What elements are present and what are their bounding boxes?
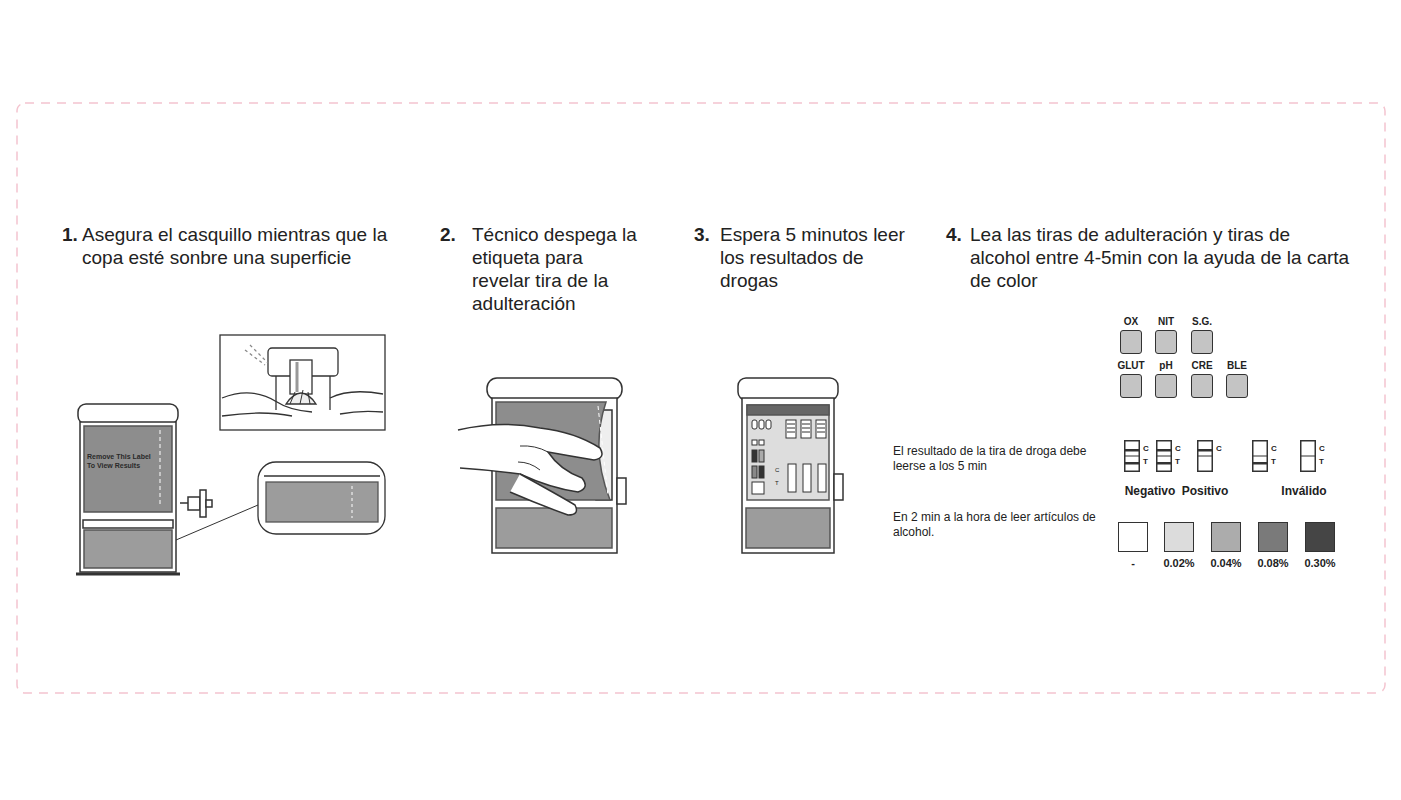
pad-label: S.G.: [1180, 316, 1224, 328]
color-pad: NIT: [1144, 316, 1188, 354]
pad-square: [1155, 330, 1177, 354]
step-text: Lea las tiras de adulteración y tiras de…: [970, 223, 1355, 292]
test-strip: C: [1197, 440, 1227, 472]
strip-mark: T: [1319, 457, 1324, 467]
color-pad: BLE: [1215, 360, 1259, 398]
color-square: [1118, 522, 1148, 552]
strip-mark: C: [1271, 444, 1277, 454]
test-strip: CT: [1156, 440, 1186, 472]
cup-figure: [458, 378, 626, 553]
pad-square: [1120, 374, 1142, 398]
pad-label: NIT: [1144, 316, 1188, 328]
pad-label: GLUT: [1109, 360, 1153, 372]
alcohol-swatch: 0.04%: [1211, 522, 1241, 570]
pad-square: [1226, 374, 1248, 398]
strip-outline: [1156, 440, 1172, 472]
pad-square: [1191, 330, 1213, 354]
note-text: Positivo: [1180, 484, 1230, 498]
strip-mark: C: [1143, 444, 1149, 454]
pad-square: [1155, 374, 1177, 398]
strip-mark: C: [1216, 444, 1222, 454]
inset-detail: [176, 462, 385, 540]
test-strip: CT: [1124, 440, 1154, 472]
strip-mark: C: [1319, 444, 1325, 454]
strip-mark: T: [1175, 457, 1180, 467]
color-square: [1211, 522, 1241, 552]
step-number: 3.: [694, 223, 718, 246]
swatch-label: 0.04%: [1201, 557, 1251, 570]
color-pad: CRE: [1180, 360, 1224, 398]
pad-square: [1120, 330, 1142, 354]
note-text: Remove This Label To View Results: [87, 452, 157, 470]
cup-figure: [738, 378, 843, 553]
step-number: 2.: [440, 223, 468, 246]
pad-label: CRE: [1180, 360, 1224, 372]
pad-label: BLE: [1215, 360, 1259, 372]
strip-outline: [1197, 440, 1213, 472]
step-number: 1.: [62, 223, 84, 246]
alcohol-swatch: -: [1118, 522, 1148, 570]
dashed-frame: [17, 103, 1385, 693]
alcohol-swatch: 0.08%: [1258, 522, 1288, 570]
alcohol-swatch: 0.30%: [1305, 522, 1335, 570]
swatch-label: 0.30%: [1295, 557, 1345, 570]
note-text: Inválido: [1272, 484, 1336, 498]
color-pad: pH: [1144, 360, 1188, 398]
pad-square: [1191, 374, 1213, 398]
color-pad: GLUT: [1109, 360, 1153, 398]
color-square: [1258, 522, 1288, 552]
strip-mark: T: [1143, 457, 1148, 467]
note-text: T: [775, 480, 785, 487]
note-text: C: [775, 467, 785, 474]
strip-outline: [1300, 440, 1316, 472]
step-text: Asegura el casquillo mientras que la cop…: [82, 223, 397, 269]
swatch-label: -: [1108, 557, 1158, 570]
pad-label: OX: [1109, 316, 1153, 328]
alcohol-swatch: 0.02%: [1164, 522, 1194, 570]
color-square: [1164, 522, 1194, 552]
step-number: 4.: [946, 223, 970, 246]
color-square: [1305, 522, 1335, 552]
step-text: Espera 5 minutos leer los resultados de …: [720, 223, 910, 292]
note-text: En 2 min a la hora de leer artículos de …: [893, 510, 1111, 540]
step-text: Técnico despega la etiqueta para revelar…: [472, 223, 637, 315]
swatch-label: 0.02%: [1154, 557, 1204, 570]
swatch-label: 0.08%: [1248, 557, 1298, 570]
note-text: El resultado de la tira de droga debe le…: [893, 444, 1108, 474]
color-pad: S.G.: [1180, 316, 1224, 354]
note-text: Negativo: [1120, 484, 1180, 498]
inset-detail: [220, 335, 385, 430]
strip-mark: T: [1271, 457, 1276, 467]
pad-label: pH: [1144, 360, 1188, 372]
color-pad: OX: [1109, 316, 1153, 354]
strip-outline: [1124, 440, 1140, 472]
test-strip: CT: [1252, 440, 1282, 472]
test-strip: CT: [1300, 440, 1330, 472]
strip-outline: [1252, 440, 1268, 472]
strip-mark: C: [1175, 444, 1181, 454]
cup-figure: [76, 404, 212, 574]
